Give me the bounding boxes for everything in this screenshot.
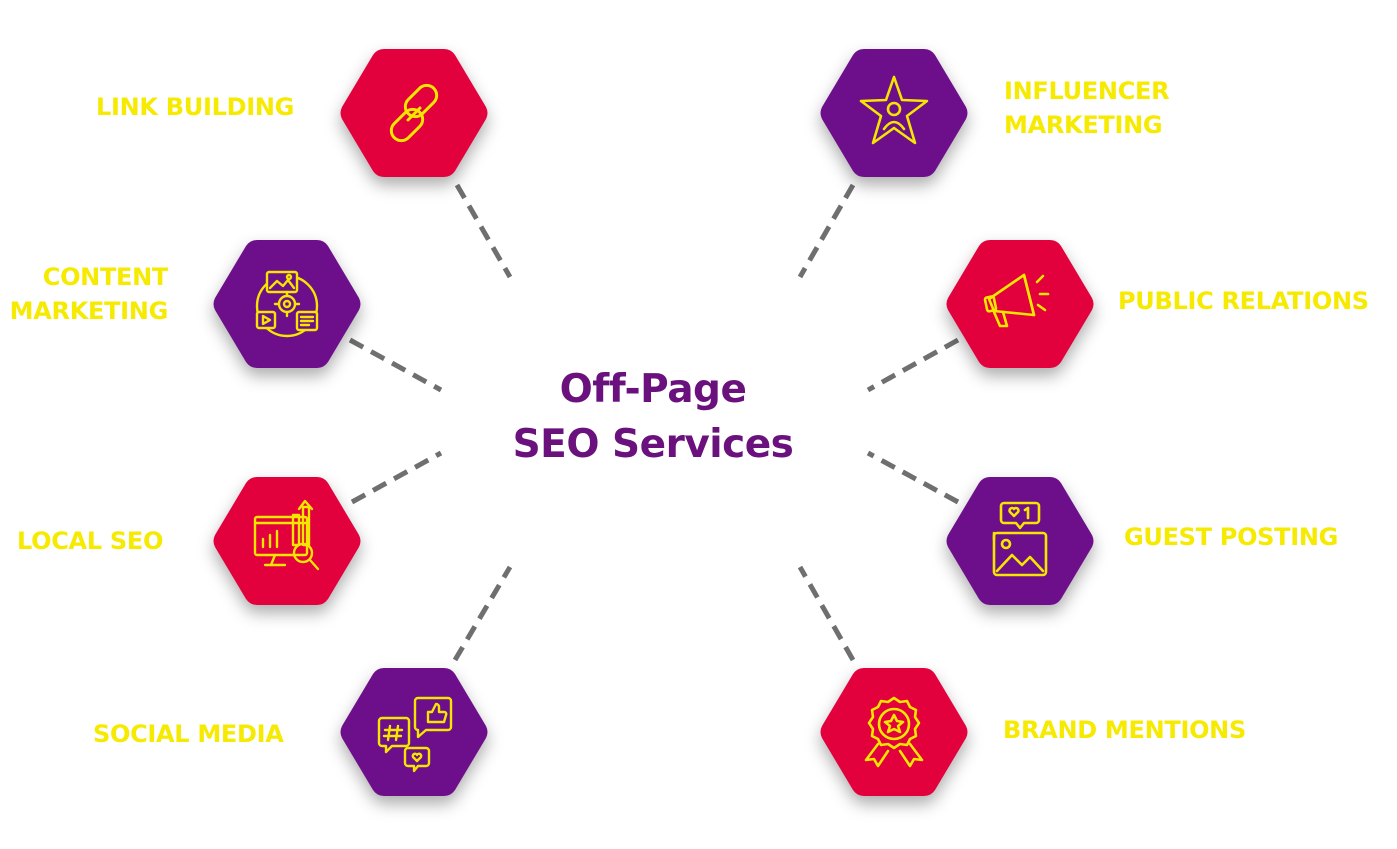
hex-social-media: [336, 664, 492, 800]
label-content-marketing: CONTENT MARKETING: [9, 263, 169, 325]
hex-shape: [820, 49, 968, 177]
hex-influencer-marketing: [816, 45, 972, 181]
label-local-seo: LOCAL SEO: [17, 527, 164, 555]
hex-local-seo: [209, 473, 365, 609]
hex-shape: [946, 477, 1094, 605]
connector-content-marketing: [348, 337, 443, 393]
label-influencer-marketing: INFLUENCER MARKETING: [1004, 77, 1170, 139]
megaphone-icon: [983, 273, 1050, 328]
content-gear-icon: [255, 270, 319, 338]
label-guest-posting: GUEST POSTING: [1124, 523, 1339, 551]
hex-link-building: [336, 45, 492, 181]
label-link-building: LINK BUILDING: [96, 93, 295, 121]
diagram-title: Off-Page SEO Services: [453, 362, 853, 472]
connector-guest-posting: [866, 450, 960, 505]
label-public-relations: PUBLIC RELATIONS: [1118, 287, 1369, 315]
analytics-search-icon: [253, 499, 320, 571]
connector-brand-mentions: [797, 565, 856, 662]
title-line-1: Off-Page: [559, 367, 747, 412]
award-badge-icon: [864, 696, 924, 768]
connector-public-relations: [866, 337, 960, 393]
connector-influencer-marketing: [797, 183, 856, 279]
label-brand-mentions: BRAND MENTIONS: [1003, 716, 1246, 744]
hex-shape: [213, 477, 361, 605]
hex-shape: [340, 668, 488, 796]
hex-shape: [820, 668, 968, 796]
title-line-2: SEO Services: [512, 422, 794, 467]
connector-social-media: [452, 565, 513, 662]
chain-link-icon: [389, 83, 439, 143]
chat-bubbles-icon: [377, 696, 453, 773]
image-notification-icon: [992, 501, 1048, 577]
label-social-media: SOCIAL MEDIA: [93, 720, 284, 748]
hex-public-relations: [942, 236, 1098, 372]
hex-brand-mentions: [816, 664, 972, 800]
hex-guest-posting: [942, 473, 1098, 609]
star-person-icon: [859, 75, 929, 145]
hex-shape: [946, 240, 1094, 368]
connector-local-seo: [350, 450, 443, 505]
hex-content-marketing: [209, 236, 365, 372]
connector-link-building: [454, 183, 513, 279]
